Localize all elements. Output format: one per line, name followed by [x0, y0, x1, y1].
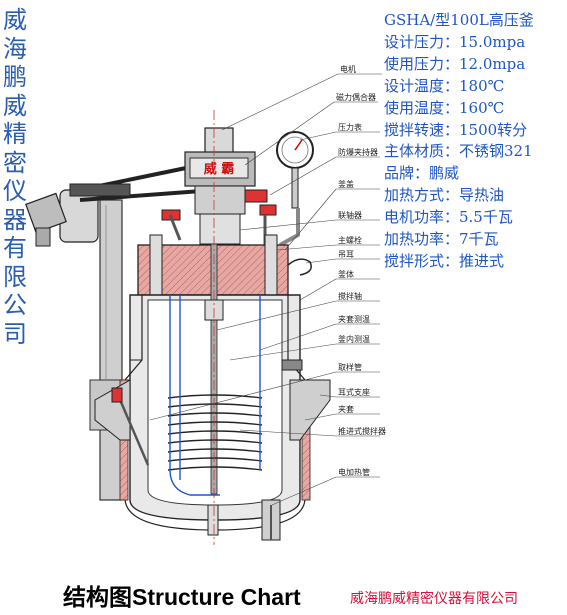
- coil-loop: [167, 466, 263, 471]
- coil-loop: [167, 412, 263, 417]
- callout-leader: [299, 278, 337, 301]
- callout-leader: [269, 156, 337, 196]
- magnetic-coupler-assembly: 威 霸: [184, 127, 256, 245]
- company-char: 密: [3, 148, 27, 177]
- coil-loop: [167, 394, 263, 399]
- callout-leader: [271, 476, 337, 506]
- callout-label-body: 釜体: [338, 269, 354, 279]
- callout-label-heater-pipe: 电加热管: [338, 467, 370, 477]
- callout-leader: [239, 429, 337, 437]
- callout-label-main-bolt: 主螺栓: [338, 235, 362, 245]
- spec-line: 品牌：鹏威: [384, 164, 460, 183]
- coil-loop: [167, 421, 263, 426]
- footer-company: 威海鹏威精密仪器有限公司: [350, 591, 518, 607]
- callout-label-explosion-proof: 防爆夹持器: [338, 147, 378, 157]
- coil-loop: [167, 430, 263, 435]
- spec-line: 搅拌转速：1500转分: [384, 120, 528, 139]
- spec-line: GSHA/型100L高压釜: [384, 11, 534, 29]
- footer-title: 结构图Structure Chart: [63, 584, 301, 610]
- callout-leader: [284, 188, 337, 251]
- callout-label-motor: 电机: [340, 64, 356, 74]
- spec-line: 使用压力：12.0mpa: [384, 54, 526, 73]
- callout-leader: [216, 300, 337, 331]
- callout-label-inner-temp: 釜内测温: [338, 334, 370, 344]
- spec-line: 设计压力：15.0mpa: [384, 32, 526, 51]
- callout-leader: [305, 258, 337, 264]
- side-motor: [25, 189, 99, 247]
- callout-label-ear-support: 耳式支座: [338, 387, 370, 397]
- spec-line: 主体材质：不锈钢321: [384, 142, 533, 161]
- company-char: 海: [3, 34, 27, 63]
- spec-line: 使用温度：160℃: [384, 98, 505, 117]
- bottom-outlet: [207, 504, 219, 536]
- callout-label-impeller: 推进式搅拌器: [338, 426, 386, 436]
- callouts: 电机磁力偶合器压力表防爆夹持器釜盖联轴器主螺栓吊耳釜体搅拌轴夹套测温釜内测温取样…: [149, 64, 386, 506]
- heater-pipe: [261, 499, 281, 541]
- company-char: 司: [3, 319, 27, 348]
- company-char: 有: [3, 234, 27, 262]
- callout-leader: [259, 323, 337, 351]
- spec-line: 加热方式：导热油: [384, 186, 505, 205]
- callout-label-lifting-ear: 吊耳: [338, 250, 354, 259]
- callout-leader: [299, 131, 337, 141]
- company-char: 威: [3, 6, 27, 34]
- callout-leader: [149, 371, 337, 421]
- callout-label-pressure-gauge: 压力表: [338, 122, 362, 132]
- callout-leader: [244, 101, 335, 166]
- callout-label-lid: 釜盖: [338, 179, 354, 189]
- callout-label-magnetic-coupler: 磁力偶合器: [336, 92, 376, 102]
- brand-plate: 威 霸: [204, 161, 235, 177]
- coil-loop: [167, 403, 263, 408]
- callout-label-jacket: 夹套: [338, 404, 354, 414]
- coil-loop: [167, 439, 263, 444]
- callout-label-sampling-pipe: 取样管: [338, 362, 362, 372]
- company-name-vertical: 威海鹏威精密仪器有限公司: [2, 6, 28, 348]
- callout-label-jacket-temp: 夹套测温: [338, 314, 370, 324]
- lifting-ear: [287, 258, 312, 276]
- company-char: 公: [3, 291, 27, 319]
- impeller-coil: [167, 394, 263, 471]
- company-char: 限: [3, 262, 27, 291]
- company-char: 鹏: [3, 63, 27, 91]
- company-char: 器: [3, 205, 27, 234]
- company-char: 仪: [3, 177, 27, 205]
- spec-list: GSHA/型100L高压釜设计压力：15.0mpa 使用压力：12.0mpa 设计温…: [384, 10, 566, 273]
- spec-line: 加热功率：7千瓦: [384, 230, 499, 249]
- callout-leader: [239, 219, 337, 231]
- callout-leader: [221, 73, 339, 131]
- coil-loop: [167, 457, 263, 462]
- spec-line: 设计温度：180℃: [384, 76, 505, 95]
- callout-label-bearing: 联轴器: [338, 210, 362, 220]
- spec-line: 电机功率：5.5千瓦: [384, 208, 513, 227]
- spec-line: 搅拌形式：推进式: [384, 251, 505, 270]
- pressure-gauge: [276, 131, 314, 209]
- company-char: 精: [3, 120, 27, 148]
- callout-leader: [276, 244, 337, 251]
- sampling-pipe: [111, 387, 150, 466]
- coil-loop: [167, 448, 263, 453]
- callout-leader: [304, 413, 337, 421]
- callout-label-stir-shaft: 搅拌轴: [338, 291, 362, 301]
- callout-leader: [319, 394, 337, 398]
- callout-leader: [229, 343, 337, 361]
- inner-tubes: [169, 295, 261, 496]
- company-char: 威: [3, 91, 27, 120]
